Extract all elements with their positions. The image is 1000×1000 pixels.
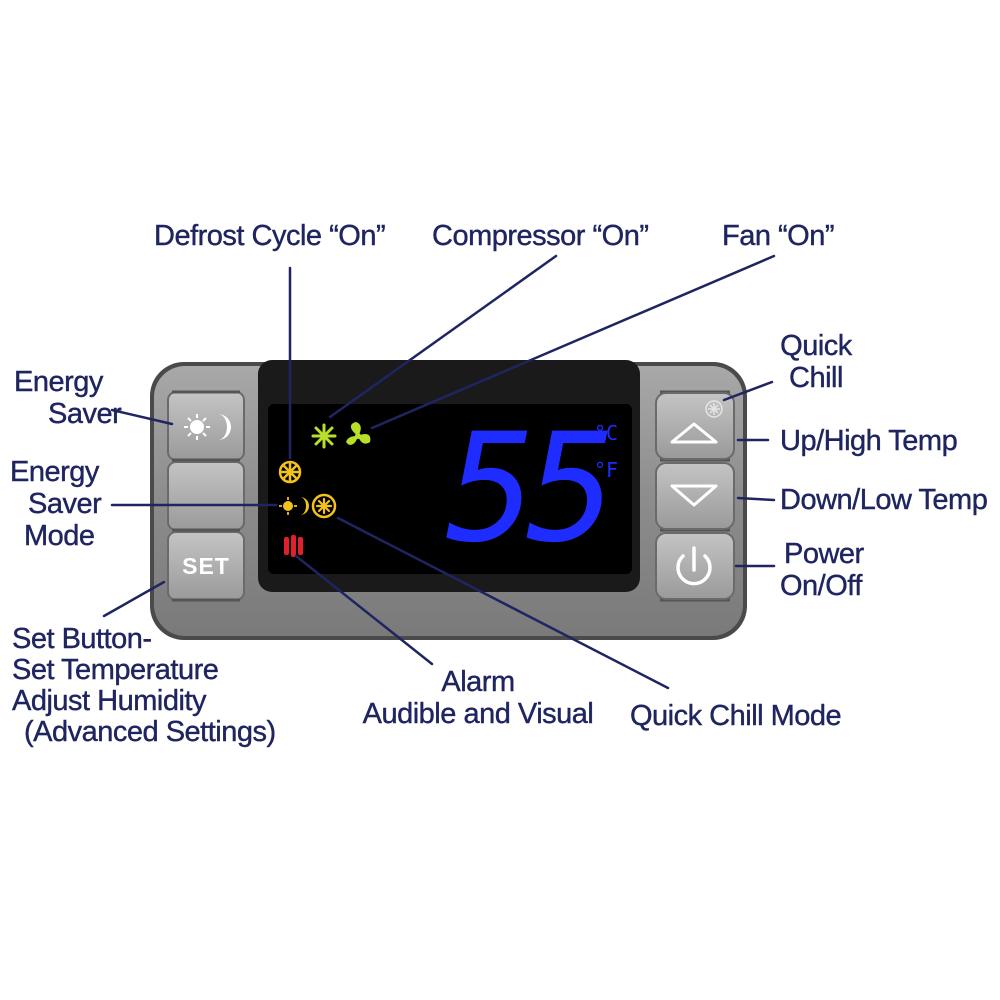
label-fan: Fan “On” — [722, 220, 835, 252]
leader-energy-saver — [110, 408, 174, 426]
down-button[interactable] — [655, 462, 735, 530]
label-quick-chill: Quick Chill — [780, 330, 853, 394]
label-alarm: Alarm Audible and Visual — [362, 666, 594, 730]
label-down: Down/Low Temp — [780, 484, 988, 516]
leader-fan — [370, 254, 776, 430]
energy-saver-button[interactable] — [168, 392, 244, 460]
quick-chill-mode-icon — [311, 493, 337, 519]
left-button-column — [167, 390, 245, 602]
label-quick-chill-mode: Quick Chill Mode — [630, 700, 842, 732]
label-set-button: Set Button- Set Temperature Adjust Humid… — [12, 623, 277, 748]
power-icon — [676, 546, 712, 586]
leader-quick-chill-mode — [336, 516, 670, 690]
leader-lines — [102, 254, 776, 690]
blank-button[interactable] — [168, 462, 244, 530]
leader-alarm — [294, 554, 434, 666]
display-screen — [268, 404, 632, 574]
energy-saver-mode-icon — [279, 497, 309, 515]
set-button[interactable]: SET — [168, 532, 244, 600]
defrost-icon — [278, 460, 302, 484]
power-button[interactable] — [655, 532, 735, 600]
leader-down — [736, 496, 776, 502]
leader-set-button — [102, 580, 166, 618]
snowflake-circle-icon — [705, 400, 723, 418]
leader-quick-chill — [722, 380, 774, 402]
unit-fahrenheit: °F — [594, 458, 619, 482]
label-defrost: Defrost Cycle “On” — [154, 220, 386, 252]
label-power: Power On/Off — [780, 538, 865, 602]
unit-celsius: °C — [594, 421, 619, 445]
up-arrow-icon — [670, 422, 718, 444]
up-button[interactable] — [655, 392, 735, 460]
alarm-icon — [284, 535, 303, 557]
fan-icon — [346, 422, 371, 445]
label-compressor: Compressor “On” — [432, 220, 649, 252]
set-button-label: SET — [182, 552, 230, 579]
label-energy-saver: Energy Saver — [14, 366, 122, 430]
sun-moon-icon — [184, 413, 232, 440]
down-arrow-icon — [670, 484, 718, 507]
leader-compressor — [328, 254, 558, 419]
temperature-readout: 55 — [446, 402, 617, 576]
label-energy-saver-mode: Energy Saver Mode — [10, 456, 102, 552]
compressor-snowflake-icon — [311, 423, 337, 449]
label-up: Up/High Temp — [780, 425, 958, 457]
